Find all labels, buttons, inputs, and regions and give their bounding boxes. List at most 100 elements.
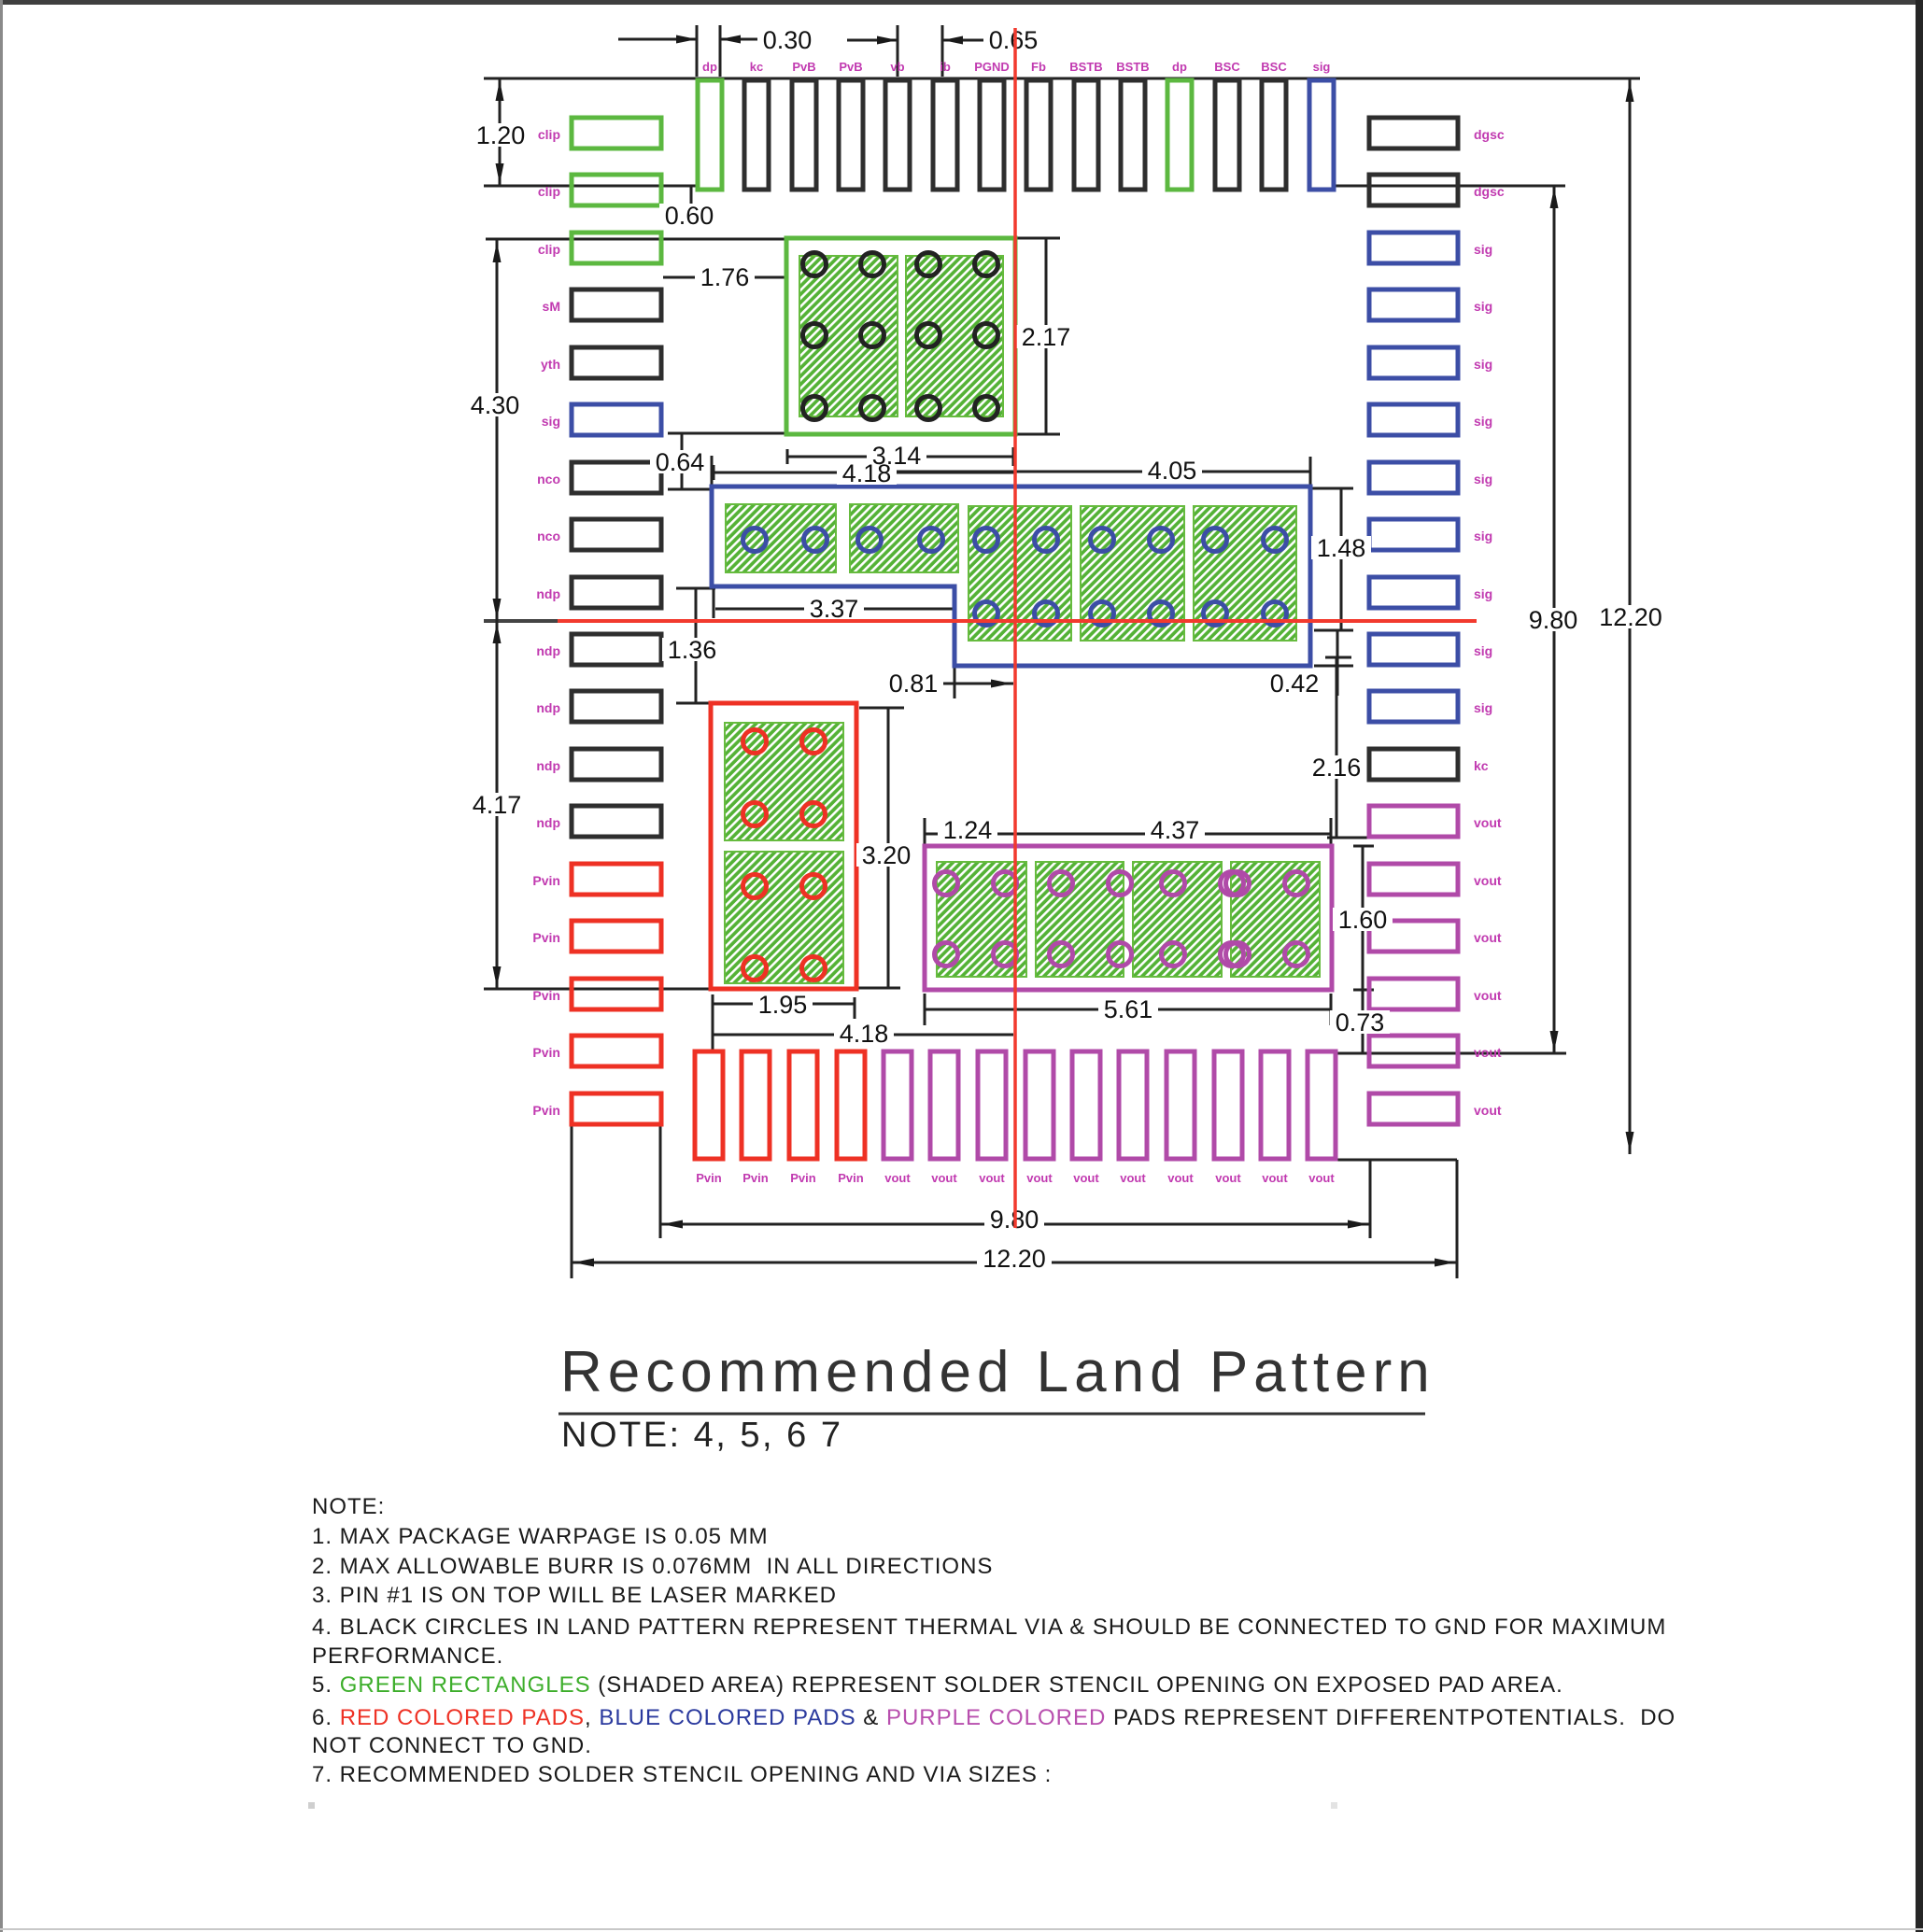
svg-text:2. MAX ALLOWABLE BURR IS 0.076: 2. MAX ALLOWABLE BURR IS 0.076MM IN ALL … [312,1554,993,1579]
svg-text:3.20: 3.20 [862,841,912,869]
svg-text:0.42: 0.42 [1270,670,1320,698]
svg-text:5.61: 5.61 [1104,995,1153,1023]
svg-text:ndp: ndp [536,758,560,773]
svg-text:7. RECOMMENDED SOLDER STENCIL: 7. RECOMMENDED SOLDER STENCIL OPENING AN… [312,1762,1052,1787]
svg-text:6. RED COLORED PADS, BLUE COLO: 6. RED COLORED PADS, BLUE COLORED PADS &… [312,1705,1676,1730]
svg-text:clip: clip [538,242,560,257]
svg-text:0.60: 0.60 [665,202,714,230]
svg-text:3.14: 3.14 [872,442,922,470]
svg-text:Pvin: Pvin [532,873,560,888]
svg-text:Fb: Fb [1031,60,1046,74]
svg-text:Pvin: Pvin [790,1171,816,1185]
svg-text:4.18: 4.18 [842,459,892,487]
svg-text:4.37: 4.37 [1151,816,1200,844]
svg-text:vout: vout [1026,1171,1053,1185]
svg-text:clip: clip [538,127,560,142]
svg-text:vout: vout [979,1171,1005,1185]
svg-text:PERFORMANCE.: PERFORMANCE. [312,1643,503,1669]
svg-text:sig: sig [1474,586,1492,601]
svg-text:vout: vout [1474,1103,1502,1118]
svg-text:0.73: 0.73 [1336,1008,1385,1037]
svg-text:vout: vout [1215,1171,1241,1185]
svg-text:vout: vout [1262,1171,1288,1185]
svg-text:4.17: 4.17 [473,791,522,819]
svg-text:BSTB: BSTB [1069,60,1102,74]
svg-text:2.16: 2.16 [1312,754,1362,782]
svg-text:vout: vout [1474,873,1502,888]
svg-text:1.60: 1.60 [1338,906,1388,934]
svg-text:vout: vout [1474,930,1502,945]
svg-text:sig: sig [1474,357,1492,372]
svg-text:vout: vout [1474,815,1502,830]
svg-text:vout: vout [1474,988,1502,1003]
svg-text:Pvin: Pvin [838,1171,864,1185]
svg-text:1.20: 1.20 [476,121,526,149]
svg-text:dp: dp [702,60,717,74]
svg-text:4.05: 4.05 [1148,457,1197,485]
svg-text:ndp: ndp [536,643,560,658]
svg-text:sig: sig [1474,472,1492,487]
svg-text:2.17: 2.17 [1022,323,1071,351]
svg-text:1.36: 1.36 [668,636,717,664]
svg-text:PGND: PGND [974,60,1010,74]
svg-text:NOTE:: NOTE: [312,1494,385,1519]
svg-text:NOTE: 4, 5, 6 7: NOTE: 4, 5, 6 7 [561,1416,843,1455]
svg-text:sig: sig [1474,643,1492,658]
svg-text:yth: yth [541,357,560,372]
svg-text:3. PIN #1 IS ON TOP WILL BE LA: 3. PIN #1 IS ON TOP WILL BE LASER MARKED [312,1583,837,1608]
svg-text:0.65: 0.65 [989,26,1039,54]
svg-text:BSC: BSC [1261,60,1287,74]
svg-text:5. GREEN RECTANGLES (SHADED AR: 5. GREEN RECTANGLES (SHADED AREA) REPRES… [312,1672,1563,1698]
svg-text:1.24: 1.24 [943,816,993,844]
svg-text:sig: sig [1313,60,1331,74]
svg-text:Pvin: Pvin [742,1171,769,1185]
svg-text:0.81: 0.81 [889,670,939,698]
svg-text:sig: sig [1474,414,1492,429]
svg-text:ndp: ndp [536,586,560,601]
svg-text:1.76: 1.76 [700,263,750,291]
svg-text:Pvin: Pvin [696,1171,722,1185]
svg-text:Pvin: Pvin [532,1103,560,1118]
svg-text:1.95: 1.95 [758,991,808,1019]
svg-text:vb: vb [890,60,904,74]
svg-text:Pvin: Pvin [532,930,560,945]
svg-text:nco: nco [537,529,560,543]
svg-text:0.64: 0.64 [656,448,705,476]
svg-text:nco: nco [537,472,560,487]
svg-text:4.30: 4.30 [471,391,520,419]
svg-text:sM: sM [543,299,560,314]
svg-text:dgsc: dgsc [1474,127,1505,142]
svg-text:12.20: 12.20 [1599,603,1662,631]
svg-text:0.30: 0.30 [763,26,813,54]
svg-text:3.37: 3.37 [810,595,859,623]
svg-text:sig: sig [1474,242,1492,257]
svg-text:PvB: PvB [839,60,862,74]
svg-text:9.80: 9.80 [1529,606,1578,634]
svg-text:Recommended Land Pattern: Recommended Land Pattern [560,1340,1435,1404]
svg-text:dp: dp [1172,60,1187,74]
svg-text:12.20: 12.20 [983,1245,1046,1273]
svg-text:sig: sig [1474,529,1492,543]
svg-text:ndp: ndp [536,700,560,715]
svg-text:PvB: PvB [792,60,815,74]
svg-text:vout: vout [1167,1171,1194,1185]
svg-text:BSTB: BSTB [1116,60,1149,74]
svg-text:clip: clip [538,184,560,199]
svg-text:kc: kc [750,60,763,74]
svg-text:vout: vout [1474,1045,1502,1060]
svg-text:kc: kc [1474,758,1489,773]
svg-text:Pvin: Pvin [532,1045,560,1060]
svg-text:4.18: 4.18 [840,1020,889,1048]
svg-text:BSC: BSC [1214,60,1240,74]
svg-text:vout: vout [1073,1171,1099,1185]
svg-text:1. MAX PACKAGE WARPAGE IS 0.05: 1. MAX PACKAGE WARPAGE IS 0.05 MM [312,1524,769,1549]
svg-text:4. BLACK CIRCLES IN LAND PATTE: 4. BLACK CIRCLES IN LAND PATTERN REPRESE… [312,1615,1666,1640]
svg-text:ndp: ndp [536,815,560,830]
svg-text:sig: sig [542,414,560,429]
svg-text:Pvin: Pvin [532,988,560,1003]
svg-text:vout: vout [1308,1171,1335,1185]
svg-text:sig: sig [1474,299,1492,314]
svg-text:NOT CONNECT TO GND.: NOT CONNECT TO GND. [312,1733,592,1758]
svg-text:ib: ib [940,60,951,74]
svg-text:dgsc: dgsc [1474,184,1505,199]
